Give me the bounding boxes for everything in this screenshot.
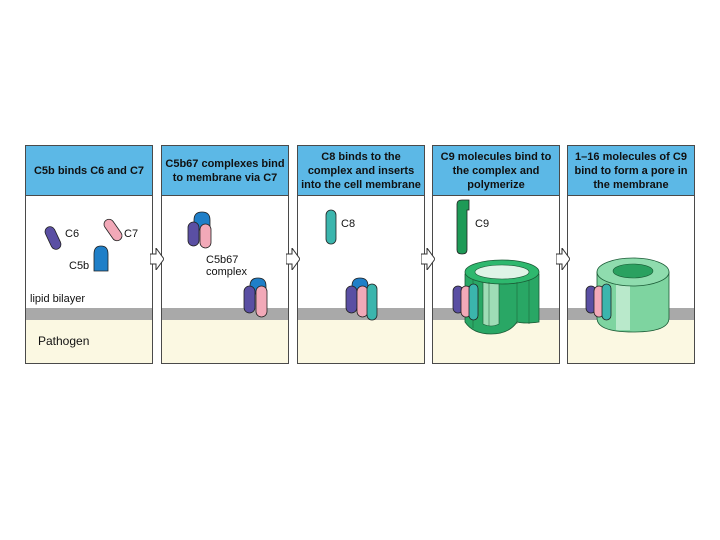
pathogen-label: Pathogen [38,334,90,348]
c9-molecule [456,199,470,255]
panel-step-3: C8 binds to the complex and inserts into… [297,145,425,364]
panel-step-5: 1–16 molecules of C9 bind to form a pore… [567,145,695,364]
c8-molecule [601,283,612,321]
panel-step-1: C5b binds C6 and C7 C6 C7 C5b lipid bila… [25,145,153,364]
c7-molecule [356,285,369,318]
c6-molecule [187,221,200,247]
c7-molecule [103,218,123,242]
panel-step-4: C9 molecules bind to the complex and pol… [432,145,560,364]
c7-molecule [199,223,212,249]
c8-molecule [366,283,378,321]
step-arrow-2 [286,248,300,270]
step-arrow-3 [421,248,435,270]
lipid-bilayer [26,308,152,320]
c9-pore-highlight [616,274,630,330]
panel-1-molecules [44,218,123,272]
lipid-bilayer-label: lipid bilayer [30,293,86,305]
c5b-label: C5b [69,260,90,272]
panel-4-molecules [452,199,540,335]
panel-1-title: C5b binds C6 and C7 [26,146,152,196]
c6-label: C6 [65,228,80,240]
panel-5-molecules [585,257,670,333]
panel-2-molecules [187,211,268,318]
pathogen-region [298,320,424,363]
panel-5-title: 1–16 molecules of C9 bind to form a pore… [568,146,694,196]
c8-label: C8 [341,218,356,230]
step-arrow-1 [150,248,164,270]
pathogen-region: Pathogen [26,320,152,363]
c5b67-complex-label: C5b67 complex [206,254,247,278]
panel-4-title: C9 molecules bind to the complex and pol… [433,146,559,196]
step-arrow-4 [556,248,570,270]
c9-label: C9 [475,218,490,230]
c6-molecule [243,285,256,314]
c9-pore-inner-wall [482,273,500,327]
c6-molecule [345,285,358,314]
pathogen-region [162,320,288,363]
c8-molecule [325,209,337,245]
c5b-molecule [93,245,109,272]
c6-molecule [44,226,62,250]
c9-pore-opening [612,263,654,279]
c7-molecule [255,285,268,318]
c5b67-label-line1: C5b67 [206,254,239,266]
c7-label: C7 [124,228,139,240]
c9-complete-pore [596,271,670,333]
panel-3-molecules [325,209,378,321]
panel-3-title: C8 binds to the complex and inserts into… [298,146,424,196]
c8-molecule [468,283,479,321]
panel-step-2: C5b67 complexes bind to membrane via C7 … [161,145,289,364]
c9-pore-opening [474,264,530,280]
panel-2-title: C5b67 complexes bind to membrane via C7 [162,146,288,196]
c5b67-label-line2: complex [206,266,247,278]
